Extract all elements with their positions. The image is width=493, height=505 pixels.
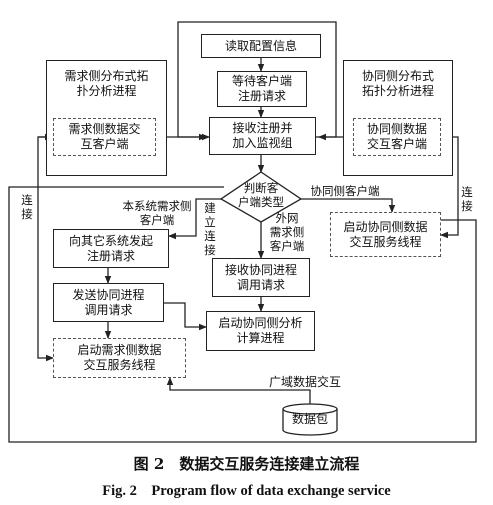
external-demand-client-label: 外网 需求侧 客户端 [269, 211, 305, 253]
judge-client-type-label: 判断客 户端类型 [238, 181, 284, 209]
figure-caption-cn: 图 2 数据交互服务连接建立流程 [133, 455, 360, 473]
coop-process-title: 协同侧分布式 拓扑分析进程 [361, 69, 434, 98]
connect-left-label: 连接 [21, 193, 33, 221]
figure-caption-en: Fig. 2 Program flow of data exchange ser… [102, 483, 391, 499]
coop-client-box: 协同侧数据 交互客户端 [353, 118, 441, 156]
receive-register-box: 接收注册并 加入监视组 [209, 117, 316, 155]
send-call-box: 发送协同进程 调用请求 [53, 283, 164, 322]
receive-coop-call-box: 接收协同进程 调用请求 [212, 258, 310, 297]
wan-exchange-label: 广域数据交互 [268, 375, 341, 389]
start-demand-service-box: 启动需求侧数据 交互服务线程 [53, 338, 186, 378]
demand-client-box: 需求侧数据交 互客户端 [53, 118, 156, 156]
start-coop-service-box: 启动协同侧数据 交互服务线程 [330, 212, 441, 257]
read-config-box: 读取配置信息 [201, 34, 321, 58]
local-demand-client-label: 本系统需求侧 客户端 [122, 199, 192, 227]
coop-client-branch-label: 协同侧客户端 [310, 184, 380, 198]
demand-process-title: 需求侧分布式拓 扑分析进程 [64, 69, 149, 98]
data-packet-label: 数据包 [291, 412, 328, 426]
start-coop-calc-box: 启动协同侧分析 计算进程 [206, 311, 315, 351]
wait-register-box: 等待客户端 注册请求 [217, 71, 307, 107]
judge-client-type-diamond [219, 171, 303, 223]
build-connection-label: 建立连接 [204, 201, 216, 257]
send-register-box: 向其它系统发起 注册请求 [53, 229, 169, 268]
data-packet-cylinder [282, 403, 338, 436]
connect-right-label: 连接 [461, 185, 473, 213]
